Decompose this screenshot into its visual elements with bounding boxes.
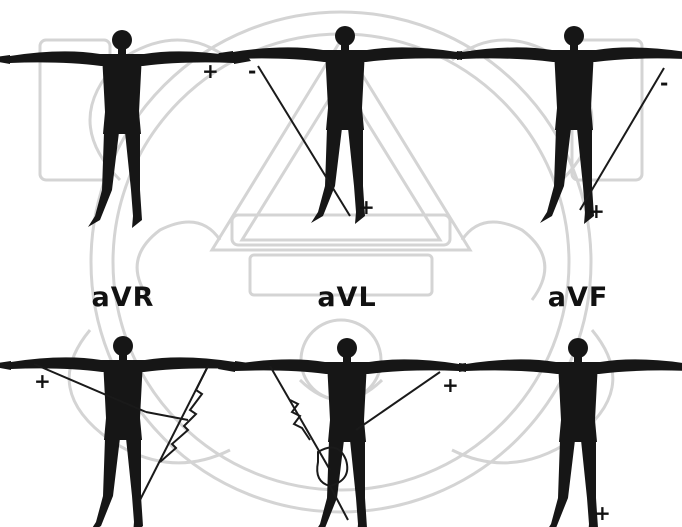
positive-marker-top-2: + <box>358 195 375 219</box>
lead-title-avr: aVR <box>63 282 183 313</box>
hand-silhouette <box>0 55 10 64</box>
body-silhouette <box>462 26 682 224</box>
body-silhouette <box>11 336 235 527</box>
figure-avf <box>449 338 682 527</box>
positive-marker-avf: + <box>594 501 611 525</box>
positive-marker-avr: + <box>34 369 51 393</box>
positive-marker-top-1: + <box>202 59 219 83</box>
figure-top-3 <box>445 26 682 224</box>
wire-lead-3 <box>580 68 664 210</box>
negative-marker-top-2: - <box>248 59 256 83</box>
hand-silhouette <box>0 361 11 370</box>
negative-marker-top-3: - <box>660 71 668 95</box>
lead-title-avf: aVF <box>518 282 638 313</box>
lead-title-avl: aVL <box>287 282 407 313</box>
wire-avl-b <box>356 372 440 430</box>
positive-marker-top-3: + <box>588 199 605 223</box>
body-silhouette <box>233 26 457 224</box>
body-silhouette <box>466 338 682 527</box>
positive-marker-avl: + <box>442 373 459 397</box>
